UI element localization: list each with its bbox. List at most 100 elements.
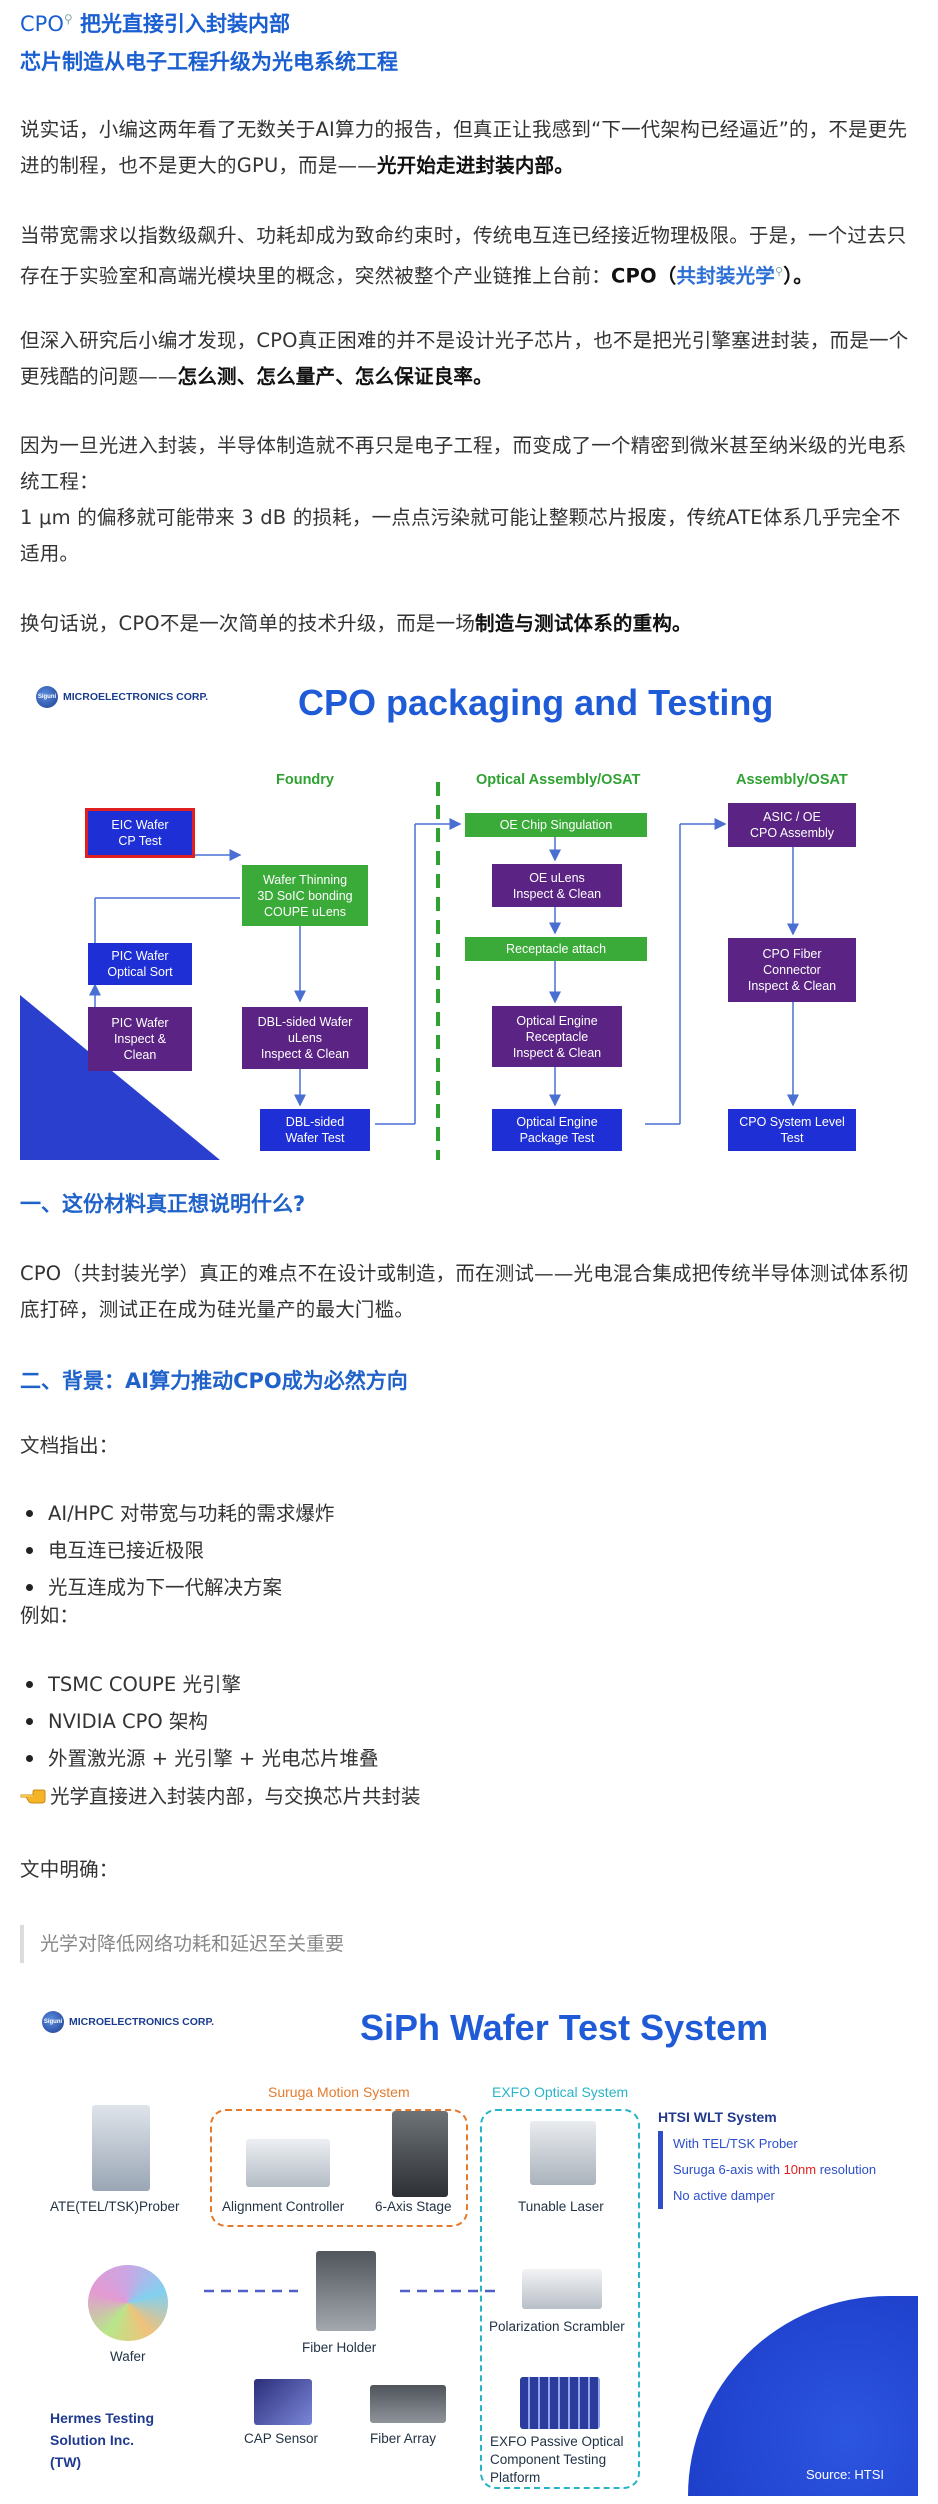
source-label: Source: HTSI — [806, 2467, 885, 2482]
box-oe-ulens: OE uLens Inspect & Clean — [492, 864, 622, 907]
htsi-title: HTSI WLT System — [658, 2109, 777, 2125]
pointing-hand-icon — [20, 1789, 46, 1804]
exfo-title: EXFO Optical System — [492, 2084, 629, 2100]
paragraph-1-bold: 光开始走进封装内部。 — [376, 154, 574, 177]
list-item: 光互连成为下一代解决方案 — [20, 1569, 900, 1606]
label-ate-prober: ATE(TEL/TSK)Prober — [50, 2199, 180, 2214]
paragraph-5-bold: 制造与测试体系的重构。 — [475, 612, 692, 635]
connection-lines — [204, 2289, 496, 2293]
article-title: CPO⚲ 把光直接引入封装内部 — [20, 8, 900, 38]
wafer-image — [88, 2265, 168, 2341]
section-2-intro: 文档指出： — [20, 1434, 119, 1457]
list-item: NVIDIA CPO 架构 — [20, 1703, 900, 1740]
logo-text: MICROELECTRONICS CORP. — [69, 2016, 215, 2028]
suruga-group — [210, 2109, 468, 2227]
cpo-packaging-figure: Siguni MICROELECTRONICS CORP. CPO packag… — [20, 672, 918, 1160]
figure-title: SiPh Wafer Test System — [360, 2007, 769, 2048]
paragraph-1: 说实话，小编这两年看了无数关于AI算力的报告，但真正让我感到“下一代架构已经逼近… — [20, 112, 920, 184]
company-logo: Siguni MICROELECTRONICS CORP. — [36, 686, 208, 708]
htsi-highlight: 10nm — [783, 2162, 817, 2177]
label-wafer: Wafer — [110, 2349, 146, 2364]
list-item: 外置激光源 + 光引擎 + 光电芯片堆叠 — [20, 1740, 900, 1777]
box-cpo-fiber-connector: CPO Fiber Connector Inspect & Clean — [728, 938, 856, 1002]
fiber-array-image — [370, 2385, 446, 2423]
exfo-platform-image — [520, 2377, 600, 2429]
section-1-title: 一、这份材料真正想说明什么? — [20, 1192, 306, 1216]
paragraph-1-text: 说实话，小编这两年看了无数关于AI算力的报告，但真正让我感到“下一代架构已经逼近… — [20, 118, 908, 177]
box-cpo-system-level-test: CPO System Level Test — [728, 1109, 856, 1151]
label-fiber-holder: Fiber Holder — [302, 2340, 377, 2355]
figure-title: CPO packaging and Testing — [298, 682, 774, 723]
box-dbl-sided-inspect: DBL-sided Wafer uLens Inspect & Clean — [242, 1007, 368, 1069]
paragraph-4: 因为一旦光进入封装，半导体制造就不再只是电子工程，而变成了一个精密到微米甚至纳米… — [20, 428, 920, 572]
box-asic-cpo-assembly: ASIC / OE CPO Assembly — [728, 803, 856, 847]
htsi-item: With TEL/TSK Prober — [658, 2131, 908, 2157]
list-item: TSMC COUPE 光引擎 — [20, 1666, 900, 1703]
exfo-group — [480, 2109, 640, 2489]
label-tunable-laser: Tunable Laser — [518, 2199, 604, 2214]
box-pic-wafer-optical-sort: PIC Wafer Optical Sort — [88, 943, 192, 985]
cpo-link[interactable]: 共封装光学 — [676, 264, 776, 288]
logo-badge: Siguni — [36, 686, 58, 708]
box-optical-engine-package-test: Optical Engine Package Test — [492, 1109, 622, 1151]
paragraph-4-text: 因为一旦光进入封装，半导体制造就不再只是电子工程，而变成了一个精密到微米甚至纳米… — [20, 434, 907, 493]
alignment-controller-image — [246, 2139, 330, 2187]
section-2-title: 二、背景：AI算力推动CPO成为必然方向 — [20, 1369, 408, 1393]
paragraph-3-bold: 怎么测、怎么量产、怎么保证良率。 — [177, 365, 493, 388]
flow-arrows — [89, 782, 799, 1160]
box-wafer-thinning: Wafer Thinning 3D SoIC bonding COUPE uLe… — [242, 865, 368, 926]
ate-prober-image — [92, 2105, 150, 2191]
polarization-scrambler-image — [522, 2269, 602, 2309]
section-1-body: CPO（共封装光学）真正的难点不在设计或制造，而在测试——光电混合集成把传统半导… — [20, 1262, 909, 1321]
paragraph-2-text: 当带宽需求以指数级飙升、功耗却成为致命约束时，传统电互连已经接近物理极限。于是，… — [20, 224, 907, 288]
blockquote: 光学对降低网络功耗和延迟至关重要 — [20, 1925, 900, 1963]
column-assembly-osat: Assembly/OSAT — [736, 772, 848, 788]
paragraph-4-text-2: 1 μm 的偏移就可能带来 3 dB 的损耗，一点点污染就可能让整颗芯片报废，传… — [20, 506, 901, 565]
box-dbl-sided-wafer-test: DBL-sided Wafer Test — [260, 1109, 370, 1151]
label-alignment-controller: Alignment Controller — [222, 2199, 345, 2214]
search-icon[interactable]: ⚲ — [775, 265, 784, 278]
label-cap-sensor: CAP Sensor — [244, 2431, 319, 2446]
company-name: Hermes Testing Solution Inc. (TW) — [50, 2410, 154, 2470]
logo-text: MICROELECTRONICS CORP. — [63, 691, 209, 703]
section-2-clear: 文中明确： — [20, 1858, 119, 1881]
title-line1: 把光直接引入封装内部 — [79, 12, 290, 36]
list-item: AI/HPC 对带宽与功耗的需求爆炸 — [20, 1495, 900, 1532]
section-2-example: 例如： — [20, 1604, 80, 1627]
box-oe-chip-singulation: OE Chip Singulation — [465, 813, 647, 837]
paragraph-2-bold: CPO（ — [611, 264, 677, 288]
logo-badge: Siguni — [42, 2011, 64, 2033]
htsi-info: HTSI WLT System With TEL/TSK Prober Suru… — [658, 2109, 908, 2209]
box-optical-engine-receptacle: Optical Engine Receptacle Inspect & Clea… — [492, 1006, 622, 1067]
paragraph-2: 当带宽需求以指数级飙升、功耗却成为致命约束时，传统电互连已经接近物理极限。于是，… — [20, 218, 920, 295]
siph-wafer-test-figure: Siguni MICROELECTRONICS CORP. SiPh Wafer… — [20, 1987, 918, 2496]
cap-sensor-image — [254, 2379, 312, 2425]
label-exfo-passive: EXFO Passive Optical Component Testing P… — [490, 2434, 624, 2485]
paragraph-5: 换句话说，CPO不是一次简单的技术升级，而是一场制造与测试体系的重构。 — [20, 606, 920, 642]
box-receptacle-attach: Receptacle attach — [465, 937, 647, 961]
paragraph-3-text: 但深入研究后小编才发现，CPO真正困难的并不是设计光子芯片，也不是把光引擎塞进封… — [20, 329, 909, 388]
bullet-list-2: TSMC COUPE 光引擎 NVIDIA CPO 架构 外置激光源 + 光引擎… — [20, 1666, 900, 1777]
box-eic-wafer-cp-test: EIC Wafer CP Test — [85, 808, 195, 858]
label-six-axis-stage: 6-Axis Stage — [375, 2199, 452, 2214]
label-fiber-array: Fiber Array — [370, 2431, 437, 2446]
label-polarization-scrambler: Polarization Scrambler — [489, 2319, 625, 2334]
bullet-list-1: AI/HPC 对带宽与功耗的需求爆炸 电互连已接近极限 光互连成为下一代解决方案 — [20, 1495, 900, 1606]
six-axis-stage-image — [392, 2111, 448, 2197]
company-logo: Siguni MICROELECTRONICS CORP. — [42, 2011, 214, 2033]
list-item: 电互连已接近极限 — [20, 1532, 900, 1569]
column-foundry: Foundry — [276, 772, 334, 788]
pointer-line: 光学直接进入封装内部，与交换芯片共封装 — [20, 1780, 421, 1809]
fiber-holder-image — [316, 2251, 376, 2331]
paragraph-5-text: 换句话说，CPO不是一次简单的技术升级，而是一场 — [20, 612, 476, 635]
tunable-laser-image — [530, 2121, 596, 2185]
title-cpo[interactable]: CPO — [20, 12, 64, 36]
column-optical-osat: Optical Assembly/OSAT — [476, 772, 641, 788]
search-icon[interactable]: ⚲ — [63, 12, 73, 26]
article-subtitle: 芯片制造从电子工程升级为光电系统工程 — [20, 50, 398, 74]
box-pic-wafer-inspect: PIC Wafer Inspect & Clean — [88, 1007, 192, 1071]
suruga-title: Suruga Motion System — [268, 2084, 410, 2100]
paragraph-2-bold-end: ）。 — [783, 264, 813, 288]
htsi-item: No active damper — [658, 2183, 908, 2209]
htsi-item: Suruga 6-axis with 10nm resolution — [658, 2157, 908, 2183]
